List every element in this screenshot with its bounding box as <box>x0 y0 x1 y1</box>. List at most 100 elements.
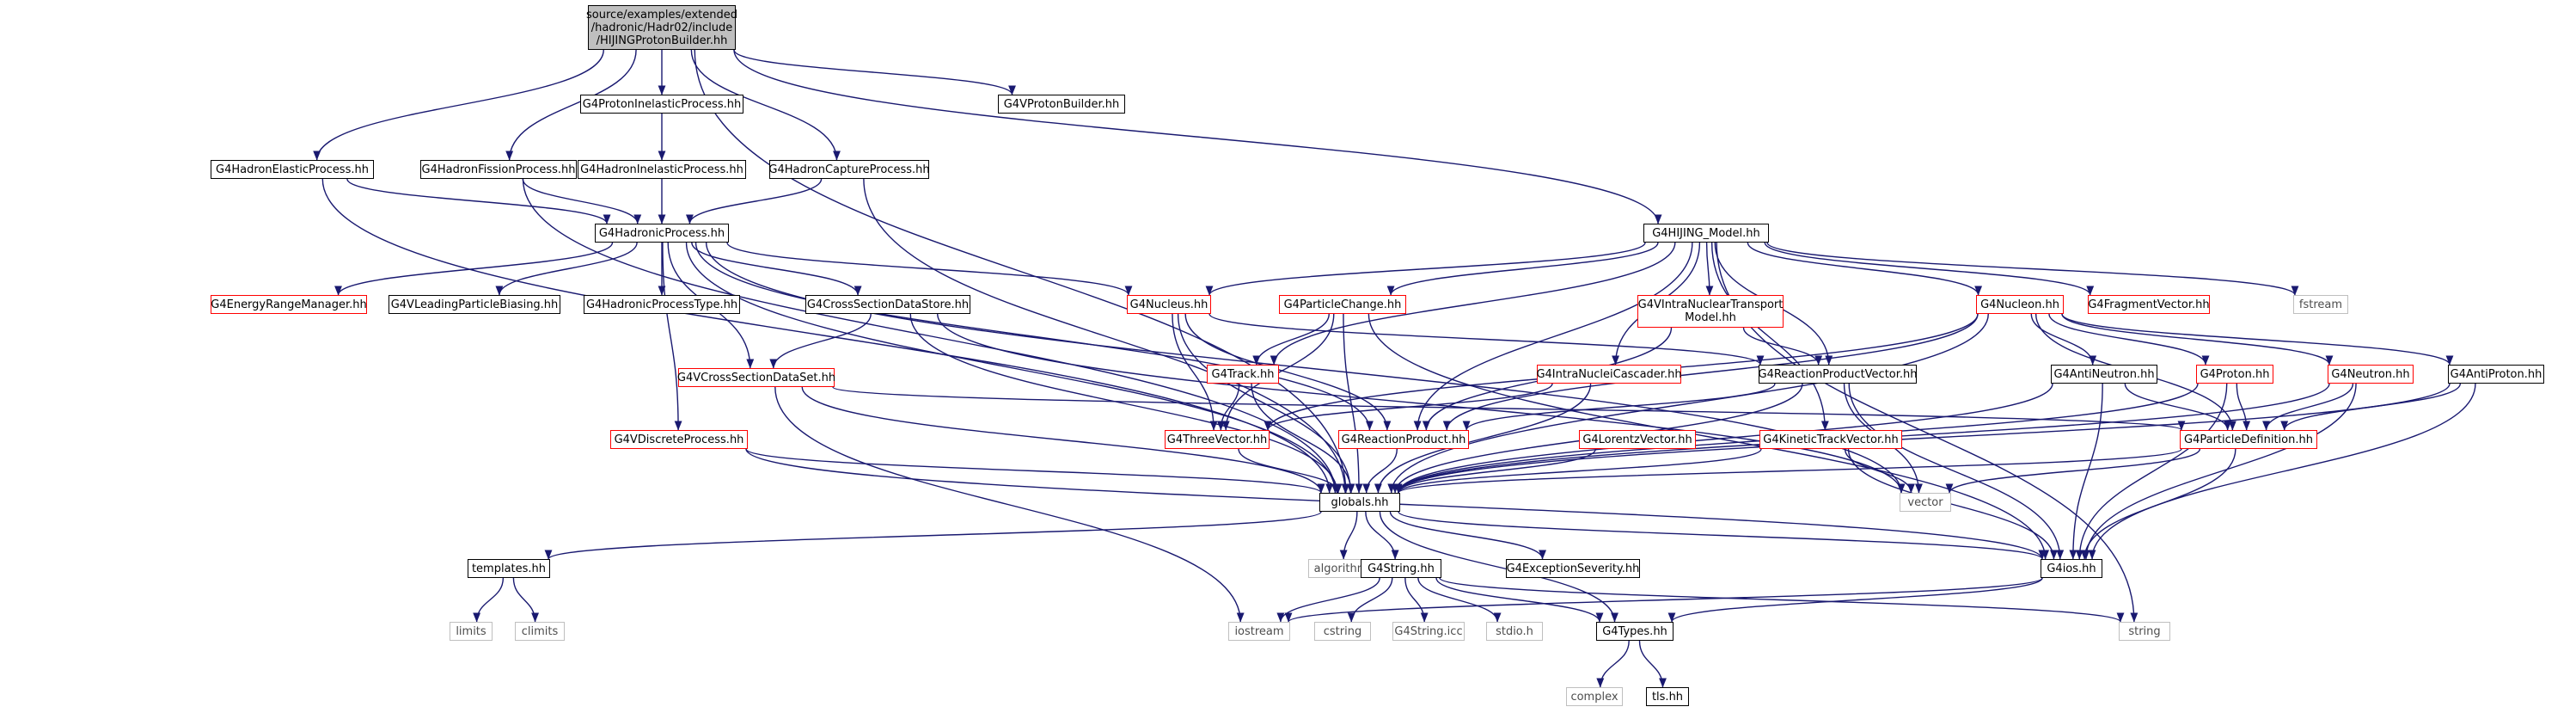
edge-globals-to-g4string <box>1365 511 1399 560</box>
edge-globals-to-g4exc <box>1389 511 1546 560</box>
edge-hijing-to-fragvec <box>1764 242 2095 296</box>
node-proton[interactable]: G4Proton.hh <box>2196 365 2273 384</box>
edge-vdisc-to-globals <box>745 448 1325 494</box>
node-globals[interactable]: globals.hh <box>1319 493 1400 512</box>
edge-hijing-to-ktv <box>1710 242 1829 431</box>
node-tv[interactable]: G4ThreeVector.hh <box>1165 430 1270 449</box>
node-nucleon[interactable]: G4Nucleon.hh <box>1976 295 2064 314</box>
node-hinel[interactable]: G4HadronInelasticProcess.hh <box>578 160 746 179</box>
edge-csds-to-vcsds <box>769 313 872 369</box>
edge-templates-to-limits <box>473 577 505 623</box>
node-g4ios[interactable]: G4ios.hh <box>2041 559 2102 578</box>
edge-pchange-to-track <box>1252 313 1330 366</box>
edge-hijing-to-fstream <box>1766 242 2299 296</box>
node-pchange[interactable]: G4ParticleChange.hh <box>1279 295 1406 314</box>
edge-neutron-to-g4ios <box>2082 383 2357 560</box>
edge-root-to-globals <box>694 49 1350 494</box>
node-g4exc[interactable]: G4ExceptionSeverity.hh <box>1506 559 1640 578</box>
edge-lv-to-globals <box>1394 448 1597 494</box>
edge-globals-to-algorithm <box>1339 511 1358 560</box>
node-hpt[interactable]: G4HadronicProcessType.hh <box>584 295 740 314</box>
edge-vcsds-to-globals <box>801 386 1325 494</box>
edge-hijing-to-vintra <box>1705 242 1714 296</box>
edge-pchange-to-globals <box>1343 313 1363 494</box>
node-iostream: iostream <box>1228 622 1290 641</box>
node-antip[interactable]: G4AntiProton.hh <box>2448 365 2544 384</box>
edge-root-to-hijing <box>733 49 1662 224</box>
node-nucleus[interactable]: G4Nucleus.hh <box>1127 295 1211 314</box>
edge-root-to-vpb <box>733 49 1016 95</box>
node-ktv[interactable]: G4KineticTrackVector.hh <box>1759 430 1902 449</box>
edge-hfis-to-globals <box>522 178 1339 494</box>
edge-ktv-to-globals <box>1394 448 1762 494</box>
node-vcsds[interactable]: G4VCrossSectionDataSet.hh <box>677 368 835 387</box>
edge-nucleon-to-neutron <box>2061 313 2334 366</box>
node-stdio: stdio.h <box>1486 622 1543 641</box>
edge-root-to-hcap <box>690 49 841 161</box>
edge-hproc-to-globals <box>685 242 1339 494</box>
node-templates[interactable]: templates.hh <box>468 559 550 578</box>
edge-vcsds-to-pdef <box>832 386 2185 431</box>
node-pinel[interactable]: G4ProtonInelasticProcess.hh <box>580 95 743 114</box>
node-erm[interactable]: G4EnergyRangeManager.hh <box>211 295 367 314</box>
node-complex: complex <box>1566 687 1623 706</box>
node-csds[interactable]: G4CrossSectionDataStore.hh <box>805 295 970 314</box>
edge-hijing-to-rp <box>1413 242 1693 431</box>
node-vector: vector <box>1900 493 1951 512</box>
node-vintra[interactable]: G4VIntraNuclearTransport Model.hh <box>1637 295 1784 328</box>
edge-nucleon-to-antip <box>2061 313 2454 366</box>
edge-csds-to-globals <box>909 313 1342 494</box>
node-neutron[interactable]: G4Neutron.hh <box>2328 365 2414 384</box>
edge-pdef-to-g4ios <box>2080 448 2236 560</box>
edge-ktv-to-vector <box>1844 448 1915 494</box>
edge-vintra-to-rpv <box>1742 327 1823 366</box>
edge-hcap-to-globals <box>863 178 1349 494</box>
node-hproc[interactable]: G4HadronicProcess.hh <box>595 224 729 243</box>
edge-hproc-to-csds <box>691 242 862 296</box>
node-antin[interactable]: G4AntiNeutron.hh <box>2051 365 2157 384</box>
node-hel[interactable]: G4HadronElasticProcess.hh <box>211 160 374 179</box>
edge-g4string-to-string <box>1439 577 2125 623</box>
edge-g4string-to-iostream <box>1276 577 1380 623</box>
node-fragvec[interactable]: G4FragmentVector.hh <box>2088 295 2210 314</box>
edge-tv-to-globals <box>1238 448 1343 494</box>
node-inc[interactable]: G4IntraNucleiCascader.hh <box>1536 365 1682 384</box>
node-vlpb[interactable]: G4VLeadingParticleBiasing.hh <box>389 295 560 314</box>
node-track[interactable]: G4Track.hh <box>1207 365 1279 384</box>
node-vdisc[interactable]: G4VDiscreteProcess.hh <box>610 430 748 449</box>
edge-root-to-hfis <box>505 49 637 161</box>
edge-g4types-to-complex <box>1596 640 1630 688</box>
node-climits: climits <box>515 622 565 641</box>
edge-nucleon-to-antin <box>2030 313 2097 366</box>
edge-hijing-to-nucleon <box>1747 242 1983 296</box>
node-g4types[interactable]: G4Types.hh <box>1596 622 1673 641</box>
node-vpb[interactable]: G4VProtonBuilder.hh <box>998 95 1125 114</box>
edge-g4ios-to-g4types <box>1667 577 2043 623</box>
node-lv[interactable]: G4LorentzVector.hh <box>1579 430 1696 449</box>
node-g4string[interactable]: G4String.hh <box>1361 559 1441 578</box>
node-hcap[interactable]: G4HadronCaptureProcess.hh <box>768 160 930 179</box>
node-tls[interactable]: tls.hh <box>1646 687 1689 706</box>
edge-rpv-to-g4ios <box>1848 383 2065 560</box>
node-hfis[interactable]: G4HadronFissionProcess.hh <box>420 160 577 179</box>
edge-nucleon-to-globals <box>1387 313 1989 494</box>
node-algorithm: algorithm <box>1308 559 1374 578</box>
edge-g4types-to-tls <box>1638 640 1667 688</box>
edge-track-to-tv <box>1216 383 1240 431</box>
edge-hproc-to-vdisc <box>662 242 682 431</box>
edge-ktv-to-g4ios <box>1847 448 2058 560</box>
edge-rpv-to-rp <box>1462 383 1776 431</box>
edge-hproc-to-erm <box>334 242 614 296</box>
edge-hel-to-hproc <box>346 178 611 224</box>
node-hijing[interactable]: G4HIJING_Model.hh <box>1643 224 1769 243</box>
edge-antip-to-g4ios <box>2088 383 2476 560</box>
edge-csds-to-vector <box>937 313 1906 494</box>
edge-antin-to-pdef <box>2124 383 2232 431</box>
edge-nucleus-to-tv <box>1172 313 1218 431</box>
node-rpv[interactable]: G4ReactionProductVector.hh <box>1759 365 1918 384</box>
edge-hcap-to-hproc <box>685 178 823 224</box>
node-root: source/examples/extended /hadronic/Hadr0… <box>586 5 737 50</box>
node-rp[interactable]: G4ReactionProduct.hh <box>1338 430 1469 449</box>
node-pdef[interactable]: G4ParticleDefinition.hh <box>2180 430 2317 449</box>
